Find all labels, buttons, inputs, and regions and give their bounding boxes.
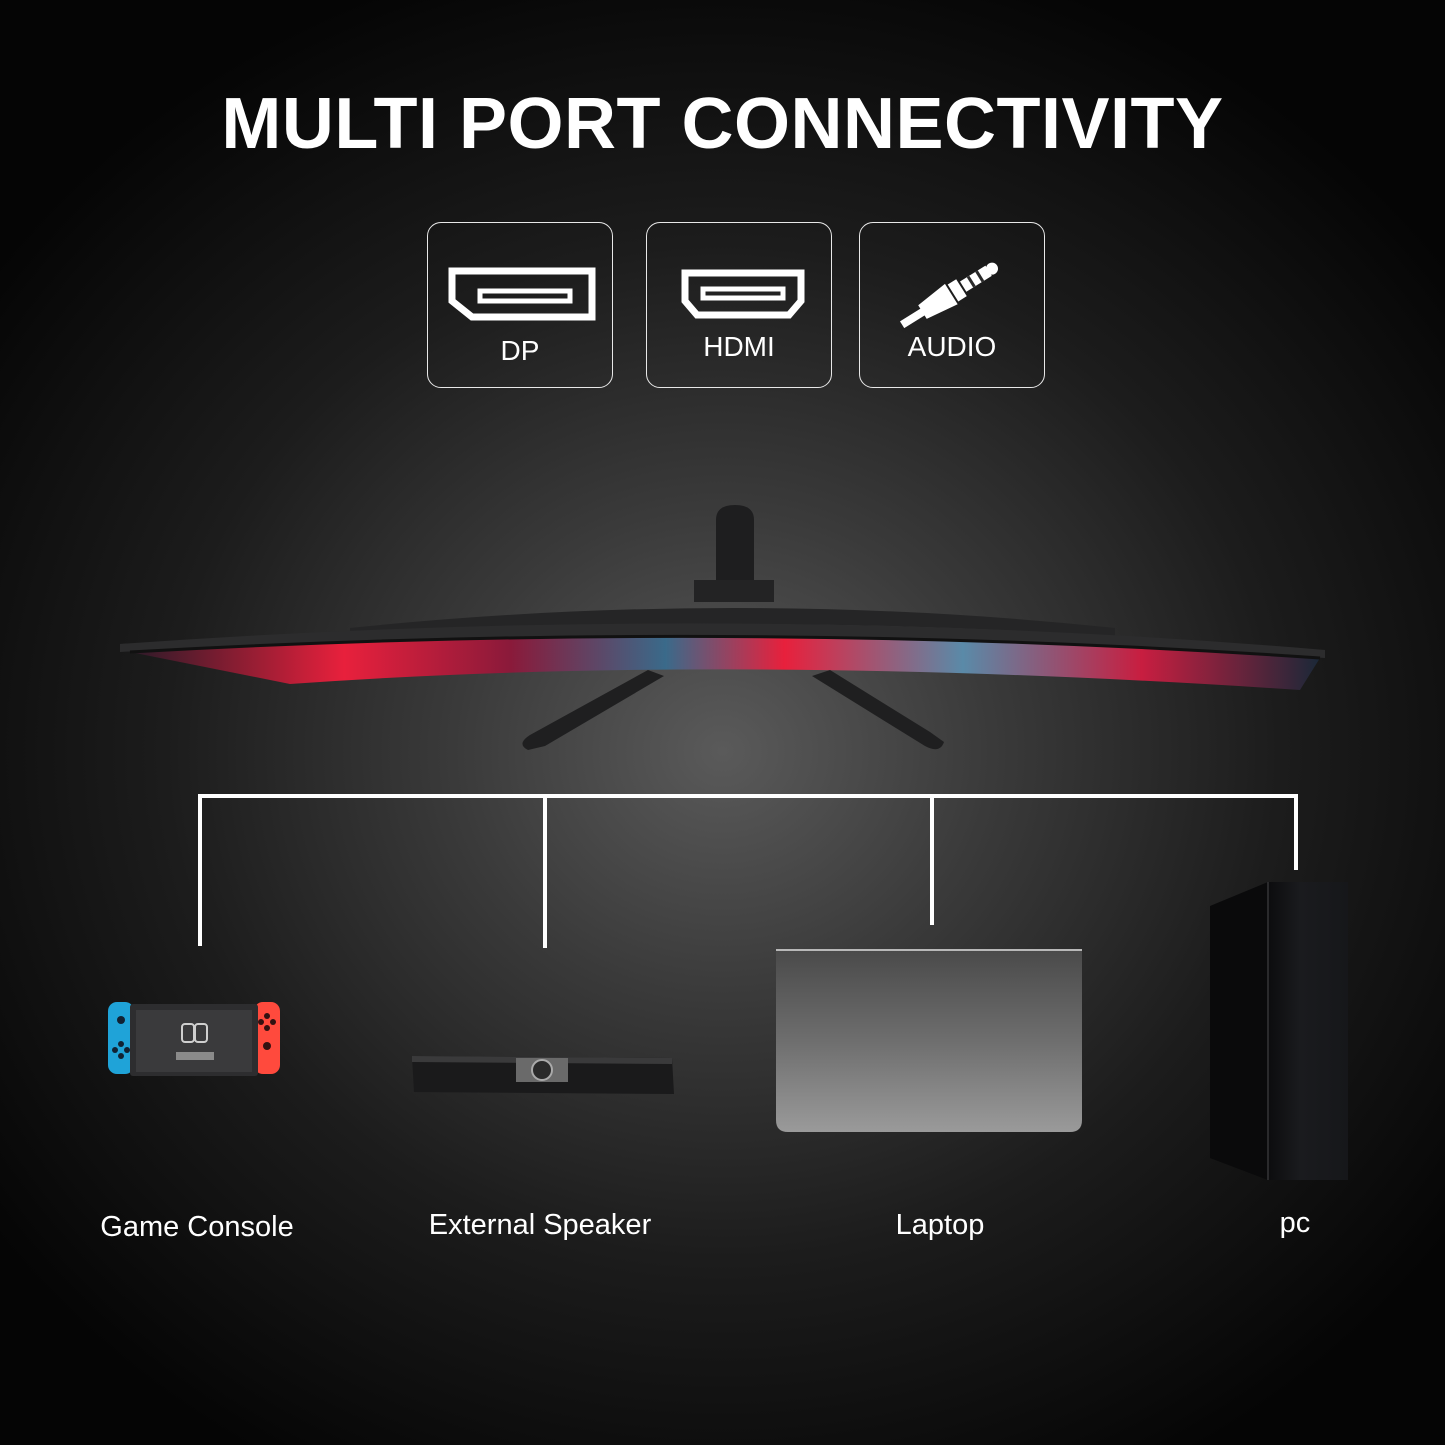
device-label-external-speaker: External Speaker xyxy=(428,1209,652,1241)
port-label-audio: AUDIO xyxy=(907,331,997,362)
hdmi-icon xyxy=(681,269,805,319)
port-card-audio: AUDIO xyxy=(859,222,1045,388)
device-label-game-console: Game Console xyxy=(100,1211,294,1243)
port-card-hdmi: HDMI xyxy=(646,222,832,388)
device-label-pc: pc xyxy=(1279,1207,1311,1239)
pc-tower-icon xyxy=(1210,882,1348,1180)
port-label-hdmi: HDMI xyxy=(703,331,775,362)
connector-lines xyxy=(198,794,1298,948)
port-card-dp: DP xyxy=(427,222,613,388)
speaker-icon xyxy=(412,1056,674,1094)
game-console-icon xyxy=(108,1002,280,1076)
port-label-dp: DP xyxy=(500,335,540,366)
laptop-icon xyxy=(776,949,1082,1132)
device-label-laptop: Laptop xyxy=(895,1209,985,1241)
audio-jack-icon xyxy=(899,262,999,329)
page-title: MULTI PORT CONNECTIVITY xyxy=(221,84,1224,164)
monitor-illustration xyxy=(120,505,1325,750)
displayport-icon xyxy=(448,267,596,321)
